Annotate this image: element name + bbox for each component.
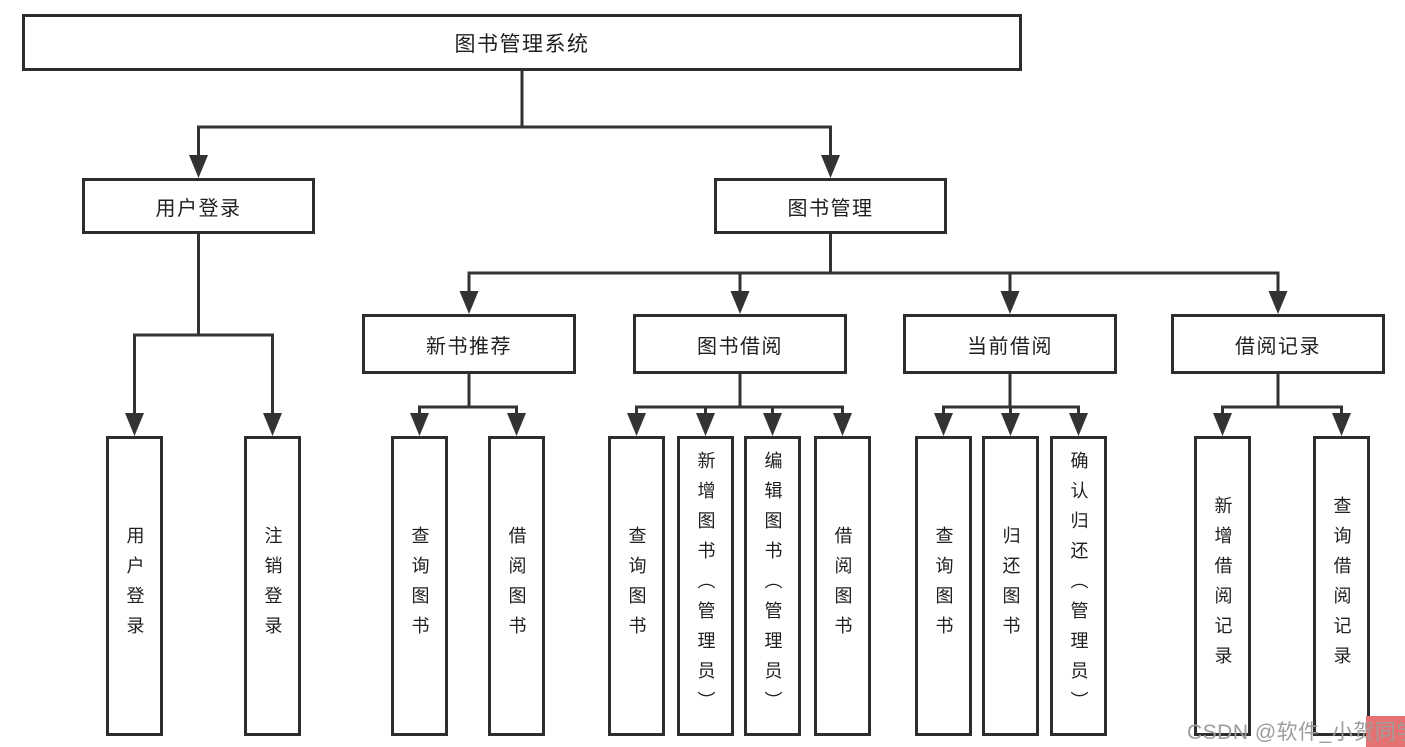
node-current-borrow: 当前借阅 — [903, 314, 1117, 374]
node-book-borrow-label: 图书借阅 — [697, 335, 783, 358]
node-book-borrow: 图书借阅 — [633, 314, 847, 374]
leaf-recommend-query-book-label: 查询图书 — [409, 526, 430, 646]
leaf-current-query-book: 查询图书 — [915, 436, 972, 736]
node-book-management-label: 图书管理 — [787, 197, 874, 220]
leaf-borrow-query-book-label: 查询图书 — [626, 526, 647, 646]
watermark-accent-square — [1366, 716, 1405, 747]
node-borrow-record: 借阅记录 — [1171, 314, 1385, 374]
leaf-record-add-record-label: 新增借阅记录 — [1212, 496, 1233, 676]
leaf-current-query-book-label: 查询图书 — [933, 526, 954, 646]
node-user-login: 用户登录 — [82, 178, 315, 234]
node-new-book-recommend: 新书推荐 — [362, 314, 576, 374]
leaf-current-confirm-return: 确认归还（管理员） — [1050, 436, 1107, 736]
leaf-borrow-edit-book: 编辑图书（管理员） — [744, 436, 801, 736]
leaf-user-login: 用户登录 — [106, 436, 163, 736]
node-book-management: 图书管理 — [714, 178, 947, 234]
watermark-text: CSDN @软件_小贺同学 — [1187, 721, 1405, 744]
leaf-current-return-book: 归还图书 — [982, 436, 1039, 736]
leaf-user-login-label: 用户登录 — [124, 526, 145, 646]
leaf-recommend-query-book: 查询图书 — [391, 436, 448, 736]
leaf-current-confirm-return-label: 确认归还（管理员） — [1068, 451, 1089, 721]
node-root-system: 图书管理系统 — [22, 14, 1022, 71]
leaf-borrow-borrow-book: 借阅图书 — [814, 436, 871, 736]
leaf-record-query-record-label: 查询借阅记录 — [1331, 496, 1352, 676]
leaf-logout: 注销登录 — [244, 436, 301, 736]
leaf-borrow-add-book: 新增图书（管理员） — [677, 436, 734, 736]
leaf-logout-label: 注销登录 — [262, 526, 283, 646]
node-user-login-label: 用户登录 — [155, 197, 242, 220]
leaf-recommend-borrow-book: 借阅图书 — [488, 436, 545, 736]
node-new-book-recommend-label: 新书推荐 — [426, 335, 512, 358]
node-current-borrow-label: 当前借阅 — [967, 335, 1053, 358]
node-root-label: 图书管理系统 — [454, 32, 590, 56]
leaf-borrow-borrow-book-label: 借阅图书 — [832, 526, 853, 646]
leaf-borrow-edit-book-label: 编辑图书（管理员） — [762, 451, 783, 721]
leaf-recommend-borrow-book-label: 借阅图书 — [506, 526, 527, 646]
leaf-borrow-query-book: 查询图书 — [608, 436, 665, 736]
leaf-record-query-record: 查询借阅记录 — [1313, 436, 1370, 736]
leaf-record-add-record: 新增借阅记录 — [1194, 436, 1251, 736]
leaf-borrow-add-book-label: 新增图书（管理员） — [695, 451, 716, 721]
leaf-current-return-book-label: 归还图书 — [1000, 526, 1021, 646]
node-borrow-record-label: 借阅记录 — [1235, 335, 1321, 358]
